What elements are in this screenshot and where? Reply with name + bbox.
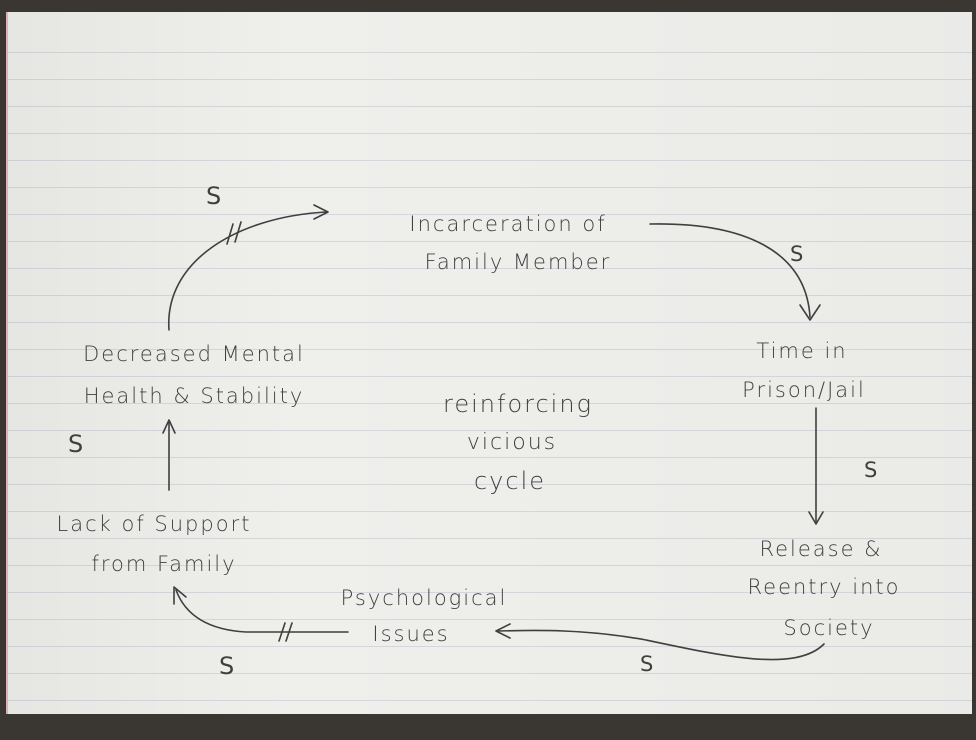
arrowhead-decreased <box>162 419 176 434</box>
node-lack-line1: Lack of Support <box>56 512 252 536</box>
polarity-psychological-to-lack: S <box>219 652 235 680</box>
node-decreased-line2: Health & Stability <box>83 384 305 408</box>
node-release-line1: Release & <box>759 537 883 561</box>
link-incarceration-to-time <box>649 223 811 318</box>
link-psychological-to-lack <box>175 589 349 633</box>
arrowhead-incarceration <box>313 204 329 220</box>
delay-mark-bottom-1 <box>278 622 286 642</box>
arrowhead-time <box>799 304 821 321</box>
link-decreased-to-incarceration <box>168 211 327 331</box>
node-incarceration-line2: Family Member <box>424 250 612 274</box>
delay-mark-top-2 <box>234 221 242 243</box>
polarity-decreased-to-incarceration: S <box>206 182 222 210</box>
photo-bottom-edge <box>0 714 976 740</box>
polarity-release-to-psychological: S <box>640 652 654 676</box>
arrowhead-lack <box>173 586 187 605</box>
arrowhead-release <box>808 511 824 525</box>
margin-line <box>6 12 8 740</box>
center-label-line3: cycle <box>473 467 547 495</box>
delay-mark-top-1 <box>226 223 234 245</box>
node-lack-line2: from Family <box>91 552 237 576</box>
polarity-lack-to-decreased: S <box>68 430 84 458</box>
node-time-line1: Time in <box>756 339 848 363</box>
node-decreased-line1: Decreased Mental <box>83 342 305 366</box>
polarity-incarceration-to-time: S <box>790 242 804 266</box>
center-label-line2: vicious <box>466 430 558 455</box>
node-psych-line2: Issues <box>372 622 450 646</box>
causal-links <box>162 204 825 661</box>
node-time-line2: Prison/Jail <box>742 378 866 402</box>
node-release-line3: Society <box>783 616 875 640</box>
node-release-line2: Reentry into <box>747 575 901 599</box>
center-label-line1: reinforcing <box>443 390 593 418</box>
link-release-to-psychological <box>497 629 825 661</box>
polarity-time-to-release: S <box>864 458 878 482</box>
delay-mark-bottom-2 <box>285 622 293 642</box>
node-psych-line1: Psychological <box>340 586 508 610</box>
notebook-paper: Incarceration of Family Member Time in P… <box>6 12 972 740</box>
node-incarceration-line1: Incarceration of <box>409 212 607 236</box>
arrowhead-psychological <box>495 623 511 639</box>
